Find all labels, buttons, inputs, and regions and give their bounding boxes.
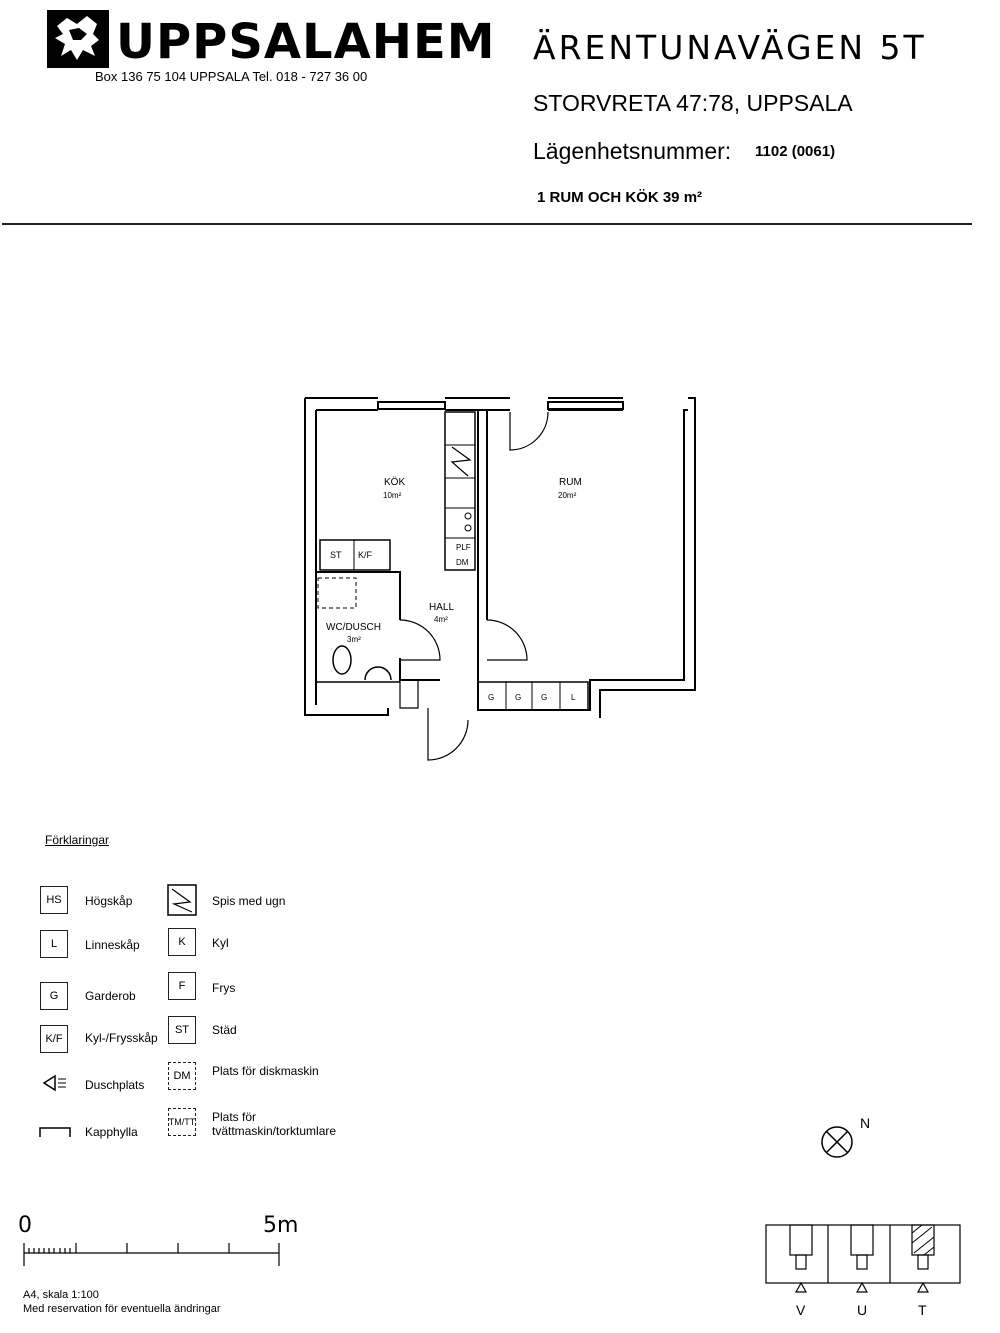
apartment-number: 1102 (0061) bbox=[755, 143, 836, 160]
legend-label-hs: Högskåp bbox=[85, 894, 133, 908]
outer-wall-west bbox=[304, 398, 389, 716]
shower-area bbox=[317, 577, 357, 609]
elevation-label-t: T bbox=[918, 1302, 927, 1318]
legend-code-st: ST bbox=[168, 1016, 196, 1044]
stove-icon bbox=[167, 884, 197, 916]
legend-code-tm-tt: TM/TT bbox=[168, 1108, 196, 1136]
door-arc-bathroom bbox=[399, 619, 441, 661]
street-address: ÄRENTUNAVÄGEN 5T bbox=[533, 28, 927, 67]
scale-note: A4, skala 1:100 Med reservation för even… bbox=[23, 1288, 221, 1316]
label-plf: PLF bbox=[456, 543, 471, 552]
legend-code-l: L bbox=[40, 930, 68, 958]
elevation-label-u: U bbox=[857, 1302, 867, 1318]
legend-label-dm: Plats för diskmaskin bbox=[212, 1064, 319, 1078]
area-city: STORVRETA 47:78, UPPSALA bbox=[533, 90, 853, 116]
elevation-diagram bbox=[765, 1224, 961, 1293]
scale-bar bbox=[23, 1243, 280, 1266]
legend-label-kf: Kyl-/Frysskåp bbox=[85, 1031, 158, 1045]
elevation-label-v: V bbox=[796, 1302, 806, 1318]
kitchen-counter bbox=[444, 411, 476, 571]
label-g-2: G bbox=[515, 693, 521, 702]
room-name-rum: RUM bbox=[559, 477, 582, 488]
room-name-kok: KÖK bbox=[384, 476, 405, 488]
legend-label-stove: Spis med ugn bbox=[212, 894, 286, 908]
partition-wall bbox=[477, 410, 488, 680]
label-g-1: G bbox=[488, 693, 494, 702]
apartment-number-label: Lägenhetsnummer: bbox=[533, 138, 732, 164]
legend-label-coat-rack: Kapphylla bbox=[85, 1125, 138, 1139]
legend-code-f: F bbox=[168, 972, 196, 1000]
room-name-hall: HALL bbox=[429, 602, 454, 613]
door-arc-room bbox=[486, 619, 528, 661]
legend-code-dm: DM bbox=[168, 1062, 196, 1090]
window-kitchen bbox=[377, 401, 446, 410]
label-g-3: G bbox=[541, 693, 547, 702]
scale-end-label: 5m bbox=[263, 1213, 299, 1238]
company-address: Box 136 75 104 UPPSALA Tel. 018 - 727 36… bbox=[95, 69, 368, 84]
legend-code-hs: HS bbox=[40, 886, 68, 914]
legend-label-f: Frys bbox=[212, 981, 236, 995]
entrance-door bbox=[427, 708, 469, 761]
legend-label-k: Kyl bbox=[212, 936, 229, 950]
header-divider bbox=[2, 223, 972, 225]
legend-label-g: Garderob bbox=[85, 989, 136, 1003]
legend-code-kf: K/F bbox=[40, 1025, 68, 1053]
room-area-wc: 3m² bbox=[347, 635, 361, 644]
label-st: ST bbox=[330, 550, 342, 560]
logo-emblem bbox=[47, 10, 109, 68]
window-room bbox=[547, 401, 624, 410]
scale-note-line-1: A4, skala 1:100 bbox=[23, 1289, 99, 1301]
room-name-wc: WC/DUSCH bbox=[326, 622, 381, 633]
coat-rack-icon bbox=[39, 1127, 71, 1137]
room-area-hall: 4m² bbox=[434, 615, 448, 624]
outer-wall-north-east bbox=[305, 397, 696, 718]
legend-code-g: G bbox=[40, 982, 68, 1010]
legend-label-shower: Duschplats bbox=[85, 1078, 145, 1092]
wardrobe-block bbox=[477, 681, 589, 711]
inner-wall-line bbox=[315, 409, 688, 711]
logo-text: UPPSALAHEM bbox=[116, 14, 496, 70]
compass-icon bbox=[821, 1126, 853, 1158]
label-l: L bbox=[571, 693, 576, 702]
toilet bbox=[332, 645, 352, 675]
legend-label-st: Städ bbox=[212, 1023, 237, 1037]
room-area-kok: 10m² bbox=[383, 491, 402, 500]
door-arc-room-north bbox=[509, 411, 549, 451]
compass-north-label: N bbox=[860, 1115, 871, 1131]
shower-icon bbox=[42, 1074, 56, 1092]
legend-label-tm-tt: Plats för tvättmaskin/torktumlare bbox=[212, 1110, 337, 1138]
sink bbox=[364, 666, 392, 681]
label-kf: K/F bbox=[358, 550, 373, 560]
legend-label-l: Linneskåp bbox=[85, 938, 140, 952]
label-dm: DM bbox=[456, 558, 469, 567]
st-kf-cabinet bbox=[319, 539, 391, 571]
room-area-rum: 20m² bbox=[558, 491, 577, 500]
legend-code-k: K bbox=[168, 928, 196, 956]
scale-start-label: 0 bbox=[18, 1213, 32, 1238]
apartment-size: 1 RUM OCH KÖK 39 m² bbox=[537, 189, 703, 206]
stove-symbol bbox=[450, 446, 472, 477]
legend-title: Förklaringar bbox=[45, 833, 110, 847]
scale-note-line-2: Med reservation för eventuella ändringar bbox=[23, 1303, 221, 1315]
